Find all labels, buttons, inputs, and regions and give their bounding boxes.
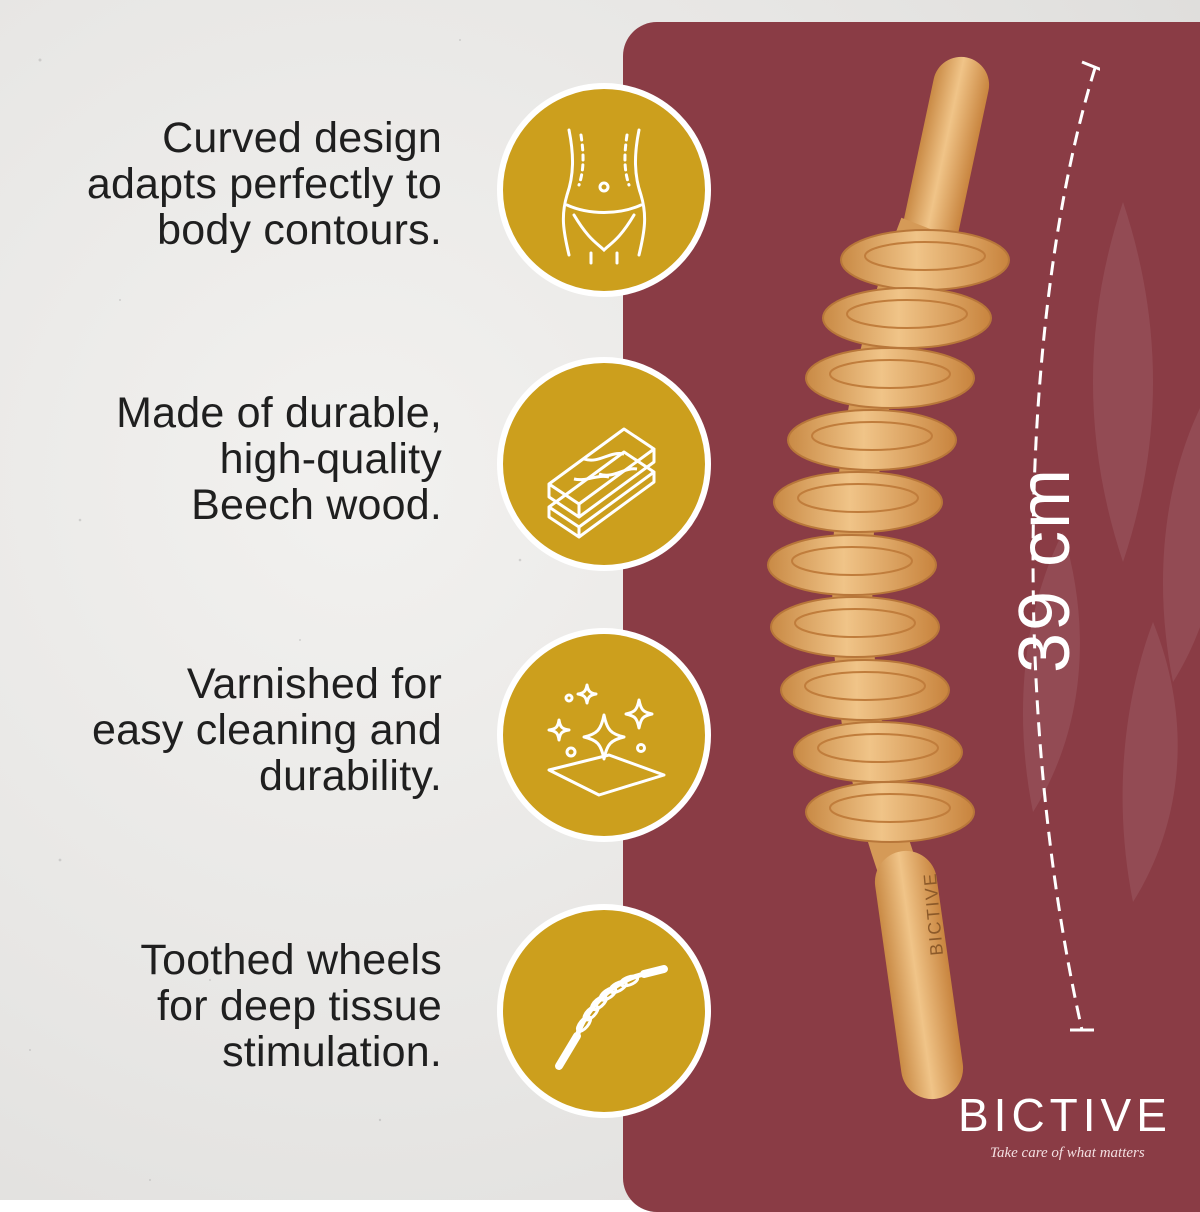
roller-icon — [555, 965, 668, 1070]
decorative-leaves — [1023, 202, 1200, 902]
brand-logo: BICTIVE — [958, 1089, 1172, 1141]
roller-wheel-groove — [804, 671, 926, 701]
feature-badge-beech-wood — [497, 357, 711, 571]
roller-wheel-groove — [797, 483, 919, 513]
roller-wheel-groove — [817, 733, 939, 763]
body-contour-icon — [561, 128, 647, 265]
sparkle-surface-icon — [547, 683, 666, 797]
feature-badge-curved-design — [497, 83, 711, 297]
feature-badge-toothed-wheels — [497, 904, 711, 1118]
roller-wheel-groove — [829, 793, 951, 823]
feature-text-beech-wood: Made of durable, high-quality Beech wood… — [116, 389, 442, 529]
wood-planks-icon — [547, 427, 656, 539]
roller-wheel-groove — [811, 421, 933, 451]
roller-wheel-groove — [829, 359, 951, 389]
dimension-arc — [1031, 60, 1100, 1032]
roller-wheel-groove — [864, 241, 986, 271]
dimension-label: 39 cm — [1005, 466, 1085, 674]
wooden-roller-product: BICTIVE — [767, 56, 1010, 1100]
feature-text-toothed-wheels: Toothed wheels for deep tissue stimulati… — [140, 936, 442, 1076]
roller-wheel-groove — [794, 608, 916, 638]
feature-badge-varnished — [497, 628, 711, 842]
feature-text-curved-design: Curved design adapts perfectly to body c… — [86, 114, 442, 254]
feature-text-varnished: Varnished for easy cleaning and durabili… — [91, 660, 442, 800]
roller-bottom-handle — [874, 850, 964, 1100]
roller-wheel-groove — [846, 299, 968, 329]
roller-wheel-groove — [791, 546, 913, 576]
brand-tagline: Take care of what matters — [990, 1145, 1145, 1161]
